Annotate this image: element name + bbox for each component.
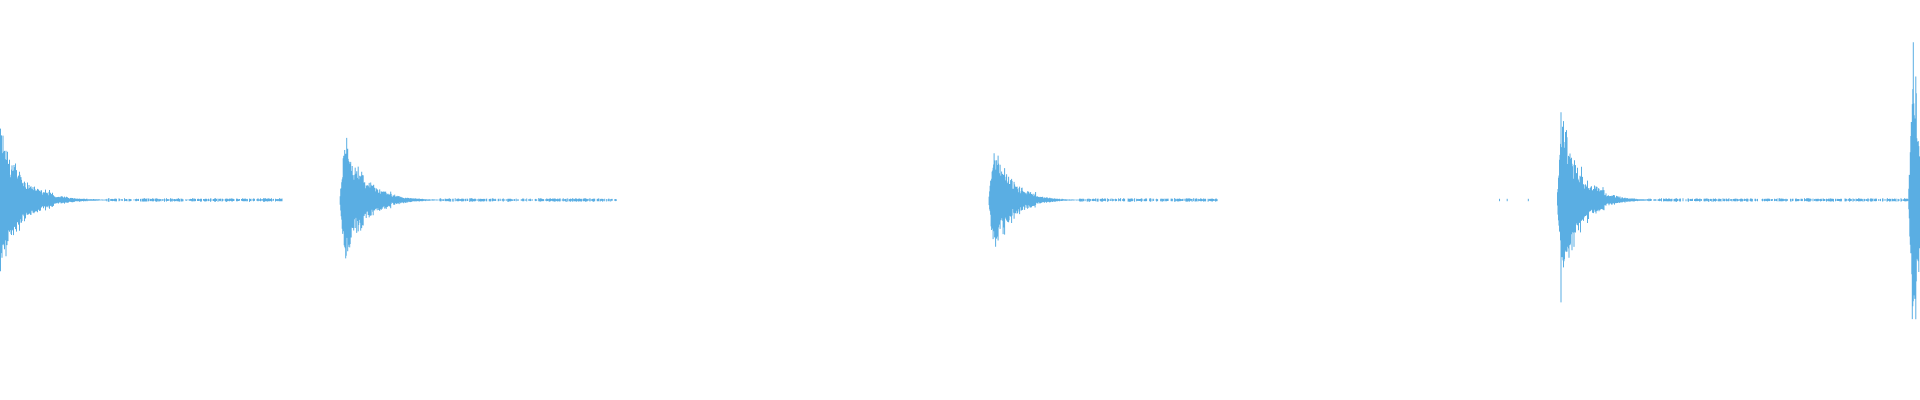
waveform-burst-trace [1908, 42, 1920, 320]
waveform-burst-4 [1557, 112, 1920, 303]
waveform-burst-trace [339, 137, 617, 259]
waveform-burst-trace [988, 153, 1218, 247]
waveform-burst-trace [1557, 112, 1920, 303]
waveform-burst-trace [0, 128, 283, 272]
waveform-burst-1 [0, 128, 283, 272]
waveform-burst-2 [339, 137, 617, 259]
waveform-marks [0, 42, 1920, 320]
waveform-burst-5 [1908, 42, 1920, 320]
waveform-burst-3 [988, 153, 1218, 247]
